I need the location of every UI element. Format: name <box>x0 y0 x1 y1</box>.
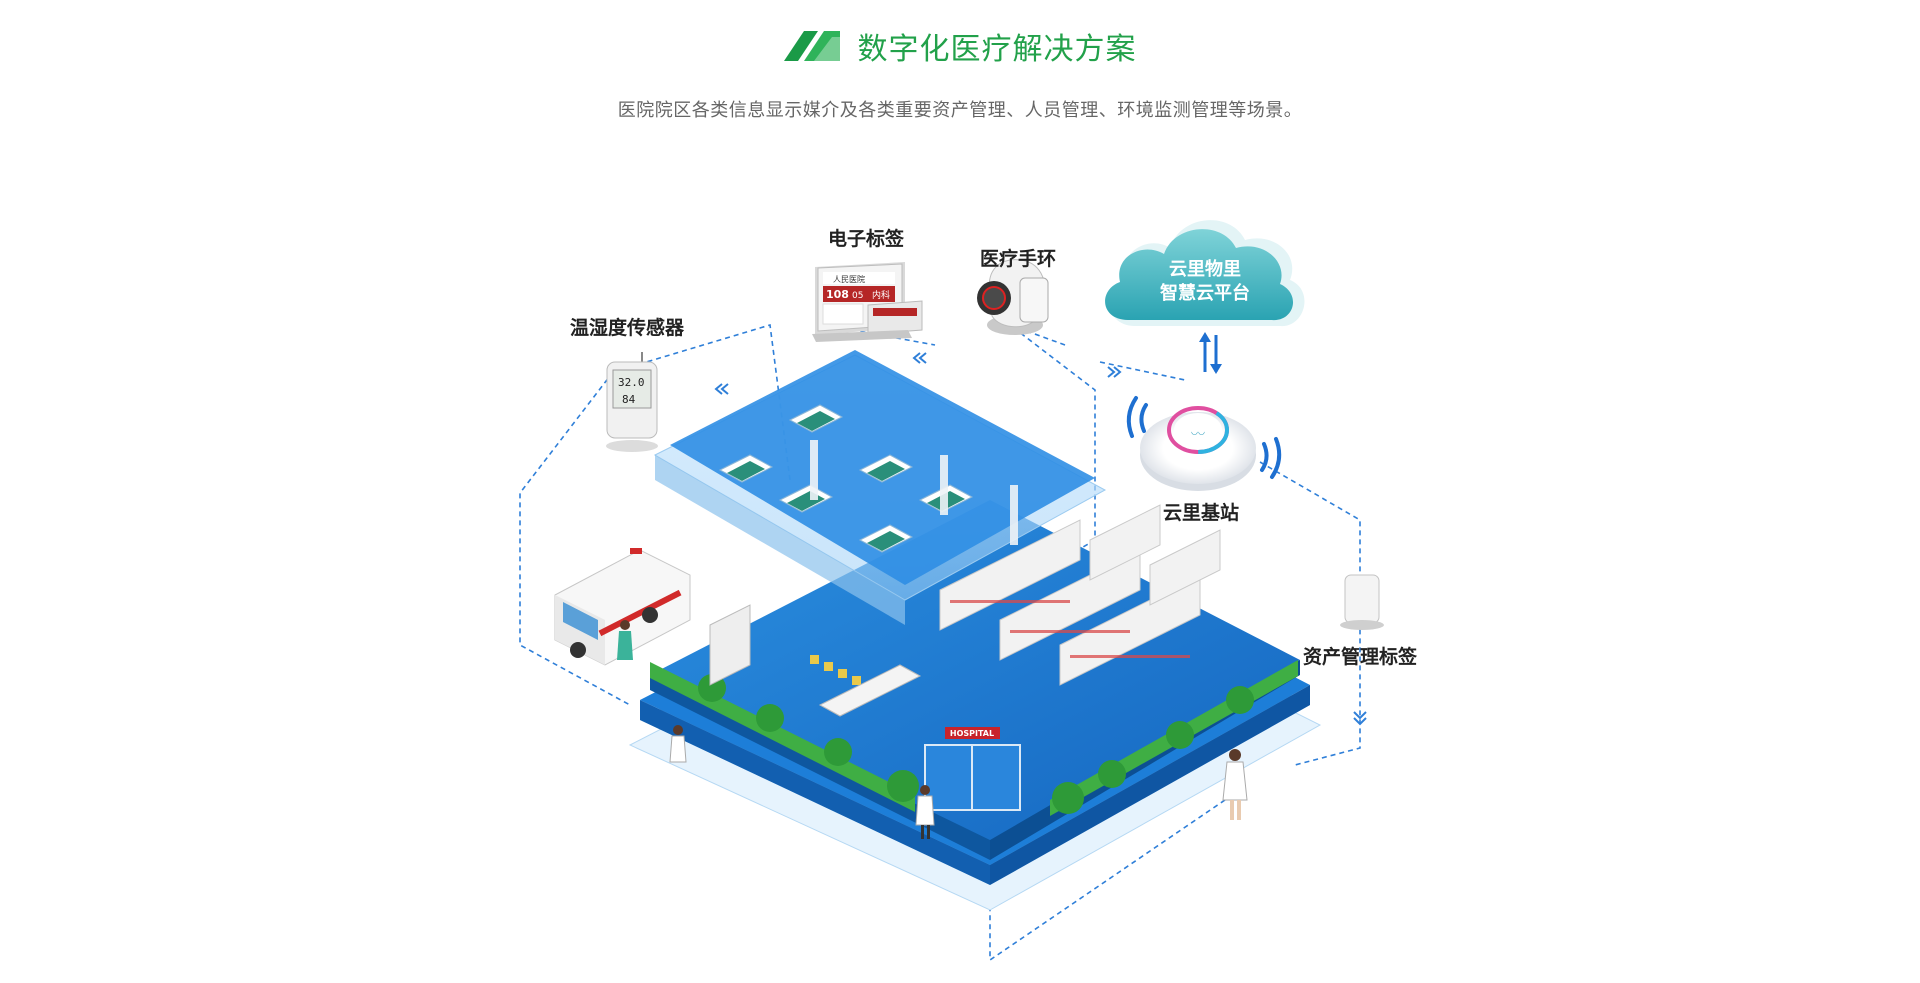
esl-device-icon <box>812 262 923 342</box>
temperature-humidity-sensor-icon <box>606 352 658 452</box>
asset-tag-icon <box>1340 574 1384 630</box>
label-temperature-sensor: 温湿度传感器 <box>570 317 685 339</box>
cloud-platform-label: 云里物里 智慧云平台 <box>1110 258 1300 306</box>
esl-room-sub: 05 <box>852 291 863 301</box>
svg-text:◡◡: ◡◡ <box>1191 427 1205 436</box>
sync-arrows-icon <box>1199 332 1222 374</box>
staff-figures <box>617 620 1248 839</box>
wristband-icon <box>977 259 1049 335</box>
wireless-signal-icon <box>1126 396 1282 479</box>
page-subtitle: 医院院区各类信息显示媒介及各类重要资产管理、人员管理、环境监测管理等场景。 <box>617 100 1303 121</box>
esl-hospital-name: 人民医院 <box>833 274 865 284</box>
label-base-station: 云里基站 <box>1163 502 1240 524</box>
sensor-humidity: 84 <box>622 393 636 406</box>
brand-logo-icon <box>783 31 840 61</box>
cloud-label-line1: 云里物里 <box>1169 259 1241 280</box>
cloud-label-line2: 智慧云平台 <box>1160 283 1250 304</box>
label-medical-wristband: 医疗手环 <box>980 248 1057 270</box>
cloud-platform-icon <box>1105 220 1305 327</box>
title-row: 数字化医疗解决方案 <box>783 24 1137 68</box>
label-asset-tag: 资产管理标签 <box>1303 646 1418 668</box>
page-title: 数字化医疗解决方案 <box>857 32 1137 67</box>
hospital-building <box>628 350 1322 911</box>
esl-department: 内科 <box>872 289 890 301</box>
base-station-icon: ◡◡ <box>1140 406 1256 491</box>
header: 数字化医疗解决方案 医院院区各类信息显示媒介及各类重要资产管理、人员管理、环境监… <box>0 24 1920 122</box>
sensor-temperature: 32.0 <box>618 376 645 389</box>
esl-room-number: 108 <box>826 288 849 301</box>
hospital-sign: HOSPITAL <box>950 729 994 738</box>
label-electronic-tag: 电子标签 <box>828 228 905 250</box>
ambulance-icon <box>554 548 691 666</box>
